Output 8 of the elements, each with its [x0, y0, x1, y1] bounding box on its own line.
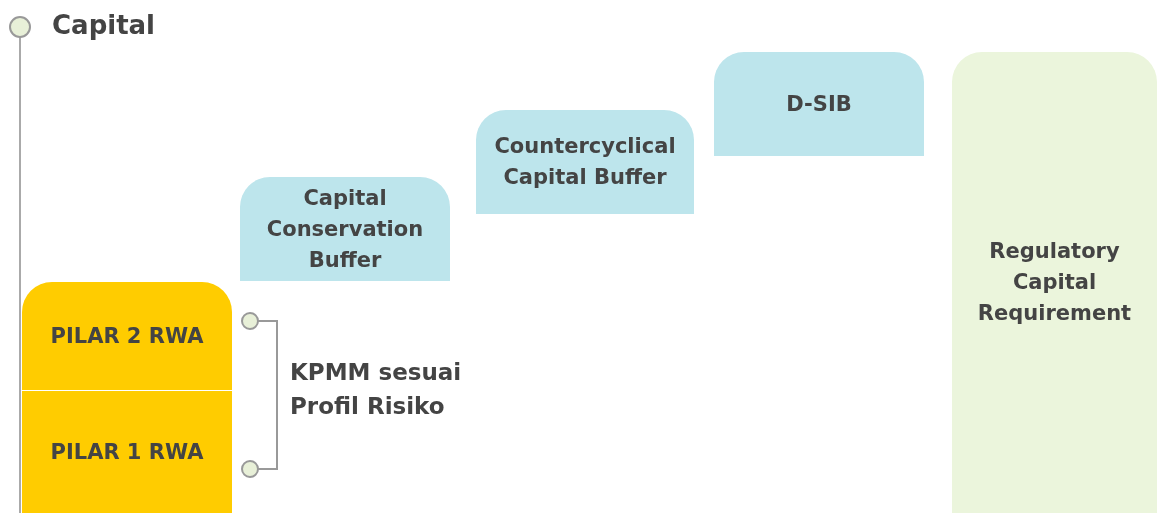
bracket-label: KPMM sesuai Profil Risiko — [290, 358, 463, 421]
axis-title: Capital — [52, 9, 157, 42]
capital-block: PILAR 1 RWA — [22, 391, 232, 513]
buffer-block: Capital Conservation Buffer — [240, 177, 450, 281]
capital-block: PILAR 2 RWA — [22, 282, 232, 390]
requirement-block: Regulatory Capital Requirement — [952, 52, 1157, 513]
buffer-block: Countercyclical Capital Buffer — [476, 110, 694, 214]
buffer-block: D-SIB — [714, 52, 924, 156]
